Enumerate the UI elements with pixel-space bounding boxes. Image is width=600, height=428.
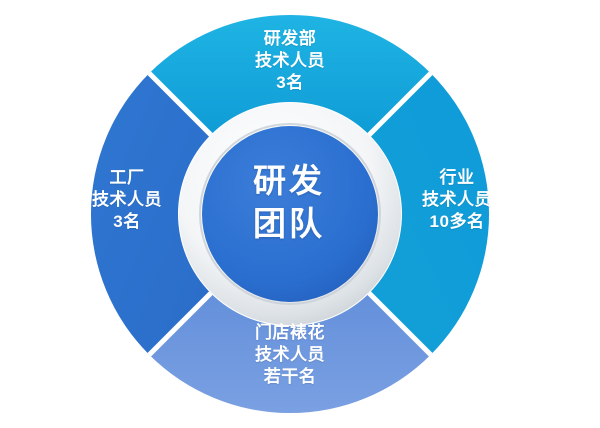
- segment-bottom[interactable]: [149, 293, 431, 414]
- donut-segments: [90, 14, 490, 414]
- segment-left[interactable]: [90, 73, 211, 355]
- hub-ring-inner-shadow: [199, 123, 381, 305]
- segment-right[interactable]: [369, 73, 490, 355]
- segment-gap-ne: [367, 71, 433, 137]
- segment-gaps: [147, 71, 433, 357]
- segment-gap-sw: [147, 291, 213, 357]
- segment-top[interactable]: [149, 14, 431, 135]
- segment-gap-se: [367, 291, 433, 357]
- hub-circle[interactable]: [202, 126, 378, 302]
- segment-gap-nw: [147, 71, 213, 137]
